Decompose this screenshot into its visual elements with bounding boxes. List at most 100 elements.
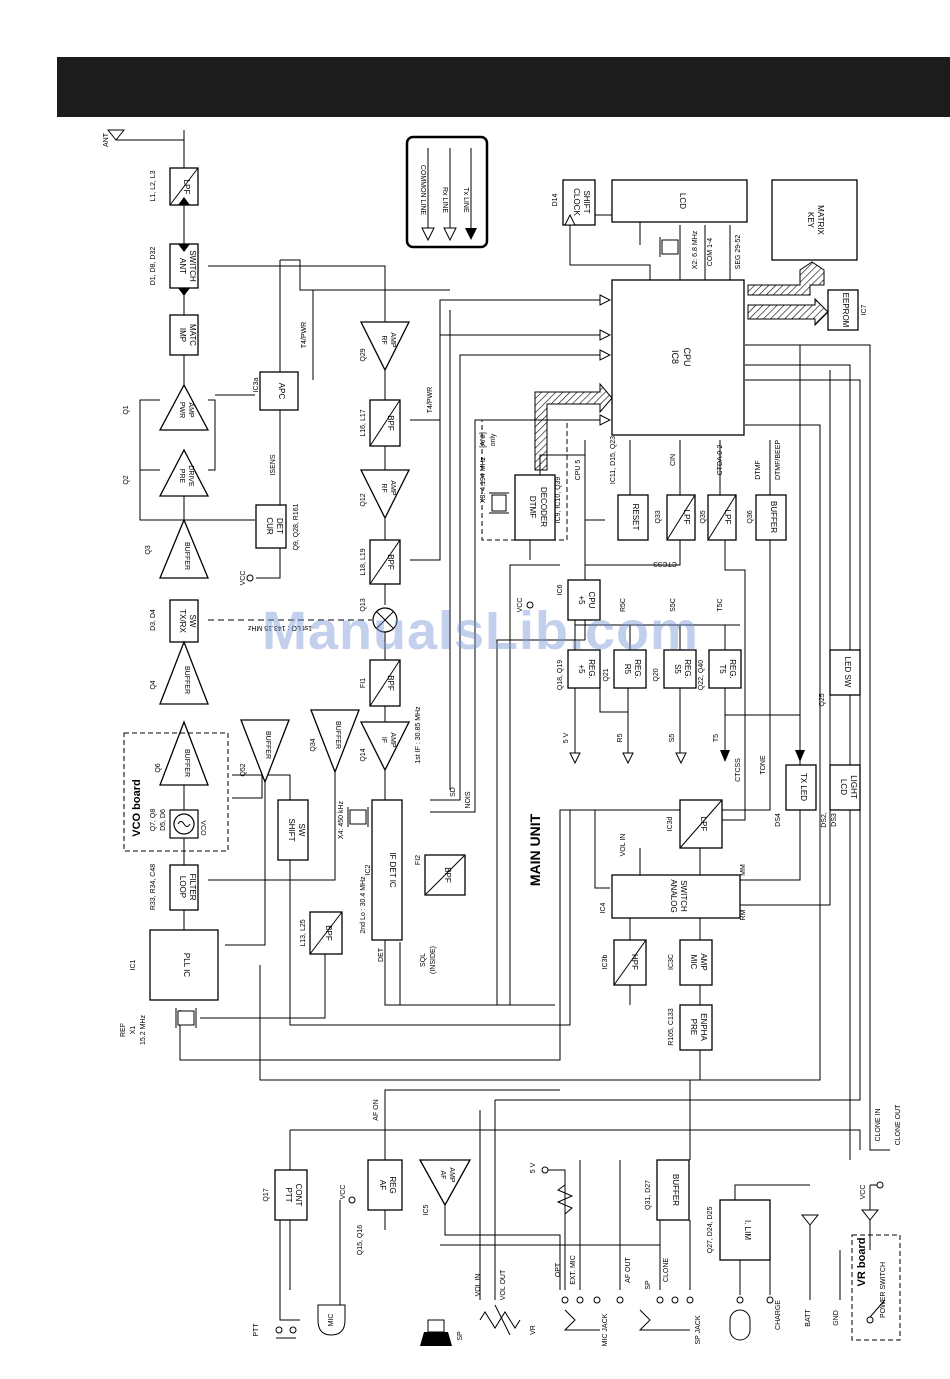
sp-jack-icon bbox=[616, 1296, 694, 1331]
pll-ic-label: PLL IC bbox=[182, 953, 191, 977]
label-vcc1: VCC bbox=[240, 571, 247, 586]
buffer-q34: BUFFER bbox=[310, 709, 360, 774]
shift-sw-block: SHIFT SW bbox=[277, 799, 309, 861]
cur-det-label-1: CUR bbox=[265, 517, 274, 535]
label-x2: X2: 6.8 MHz bbox=[692, 230, 699, 269]
label-ctcss: CTCSS bbox=[653, 560, 677, 567]
label-t5c: T5C bbox=[717, 598, 724, 611]
apc-block: APC bbox=[259, 371, 299, 411]
key-matrix-label-1: KEY bbox=[806, 212, 815, 229]
lcd-light-label-1: LCD bbox=[839, 779, 848, 795]
bpf-l13-label: BPF bbox=[324, 925, 333, 941]
shift-sw-label-1: SHIFT bbox=[287, 818, 296, 841]
label-ds2: DS2, bbox=[821, 812, 828, 828]
label-q15: Q15, Q16 bbox=[357, 1225, 364, 1255]
label-ic2: IC2 bbox=[365, 864, 372, 875]
label-afout: AF OUT bbox=[625, 1256, 632, 1282]
if-amp-label-1: IF bbox=[380, 737, 387, 743]
legend-tx: Tx LINE bbox=[462, 187, 469, 213]
label-q2: Q2 bbox=[123, 475, 130, 484]
lcd-block: LCD bbox=[611, 179, 748, 223]
imp-match-label-2: MATC bbox=[188, 324, 197, 346]
pre-drive-label-1: PRE bbox=[178, 469, 185, 484]
label-isens: ISENS bbox=[270, 454, 277, 475]
clock-shift-block: CLOCK SHIFT bbox=[562, 179, 596, 226]
label-clone: CLONE bbox=[663, 1258, 670, 1282]
legend-rx: Rx LINE bbox=[441, 187, 448, 213]
label-s5: S5 bbox=[669, 734, 676, 743]
label-clonein: CLONE IN bbox=[875, 1108, 882, 1141]
legend: COMMON LINE Rx LINE Tx LINE bbox=[405, 135, 489, 249]
buffer-q31-label: BUFFER bbox=[671, 1174, 680, 1206]
label-q52: Q52 bbox=[240, 763, 247, 776]
lpf-q33-label: LPF bbox=[682, 510, 691, 525]
label-ic3b: IC3b bbox=[602, 955, 609, 970]
key-matrix-block: KEY MATRIX bbox=[771, 179, 858, 261]
label-opt: OPT bbox=[555, 1262, 562, 1277]
label-q25: Q25 bbox=[819, 693, 826, 706]
buffer-q4: BUFFER bbox=[159, 640, 209, 705]
pre-enpha-block: PRE ENPHA bbox=[679, 1004, 713, 1051]
cpu-label-2: CPU bbox=[682, 347, 692, 366]
label-volin2: VOL IN bbox=[475, 1274, 482, 1297]
rf-amp-q29: RF AMP bbox=[359, 321, 411, 372]
label-vcc3: VCC bbox=[340, 1185, 347, 1200]
reg5-block: +5 REG. bbox=[567, 649, 601, 689]
label-vcc4: VCC bbox=[860, 1185, 867, 1200]
label-q21: Q21 bbox=[603, 668, 610, 681]
label-micjack: MIC JACK bbox=[602, 1313, 609, 1346]
label-ani2: only bbox=[490, 433, 497, 446]
label-sp: SP bbox=[457, 1331, 464, 1341]
i-lim-label: I. LIM bbox=[743, 1220, 752, 1240]
loop-filter-label-1: LOOP bbox=[178, 876, 187, 898]
label-mic: MIC bbox=[328, 1314, 335, 1327]
af-amp-label-2: AMP bbox=[448, 1167, 455, 1183]
af-reg-label-2: REG bbox=[388, 1176, 397, 1193]
lower-components bbox=[246, 574, 886, 1346]
i-lim-block: I. LIM bbox=[719, 1199, 771, 1261]
label-ic3c: IC3C bbox=[668, 954, 675, 970]
r5-reg-label-1: R5 bbox=[623, 664, 632, 675]
label-vcc2: VCC bbox=[517, 598, 524, 613]
tx-led-label: TX LED bbox=[799, 773, 808, 801]
tx-led-block: TX LED bbox=[785, 764, 817, 811]
label-q18: Q18, Q19 bbox=[557, 660, 564, 690]
label-rm: RM bbox=[740, 909, 747, 920]
txrx-sw-label-1: TX/RX bbox=[178, 609, 187, 633]
ptt-cont-label-2: CONT bbox=[294, 1184, 303, 1207]
label-cpu5lbl: CPU 5 bbox=[575, 460, 582, 481]
label-v5: 5 V bbox=[563, 732, 570, 743]
eeprom-label: EEPROM bbox=[841, 293, 850, 328]
label-if1: 1st IF : 30.85 MHz bbox=[415, 706, 422, 764]
bpf-l13-block: BPF bbox=[309, 911, 343, 955]
label-r5: R5 bbox=[617, 733, 624, 742]
wiring bbox=[116, 130, 890, 1321]
label-sd: SD bbox=[450, 787, 457, 797]
reset-block: RESET bbox=[617, 494, 649, 541]
crystals bbox=[175, 237, 681, 1028]
shift-sw-label-2: SW bbox=[297, 824, 306, 837]
if-det-ic-label: IF DET IC bbox=[388, 852, 397, 888]
label-com: COM 1-4 bbox=[707, 238, 714, 267]
apc-label: APC bbox=[277, 383, 286, 400]
pre-drive-label-2: DRIVE bbox=[187, 465, 194, 487]
bpf-fi2-label: BPF bbox=[443, 867, 452, 883]
cpu5-label-2: CPU bbox=[587, 592, 596, 609]
label-ic11: IC11, D15, Q23 bbox=[610, 436, 617, 484]
rf-amp-q12-label-1: RF bbox=[380, 483, 387, 492]
label-sql: SQL bbox=[420, 953, 427, 967]
vr-resistor-icon bbox=[479, 1304, 521, 1336]
rf-amp-q29-label-1: RF bbox=[380, 335, 387, 344]
label-r105: R105, C133 bbox=[668, 1008, 675, 1045]
pre-enpha-label-1: PRE bbox=[689, 1019, 698, 1035]
arrows bbox=[178, 197, 805, 765]
label-afon: AF ON bbox=[373, 1099, 380, 1120]
label-sp2: SP bbox=[645, 1280, 652, 1290]
r5-reg-label-2: REG. bbox=[633, 659, 642, 679]
label-det: DET bbox=[378, 947, 385, 962]
cur-det-label-2: DET bbox=[275, 518, 284, 534]
buffer-q36-block: BUFFER bbox=[755, 494, 787, 541]
pwr-amp-label-2: AMP bbox=[187, 402, 194, 418]
crystal-x1 bbox=[175, 1008, 197, 1028]
